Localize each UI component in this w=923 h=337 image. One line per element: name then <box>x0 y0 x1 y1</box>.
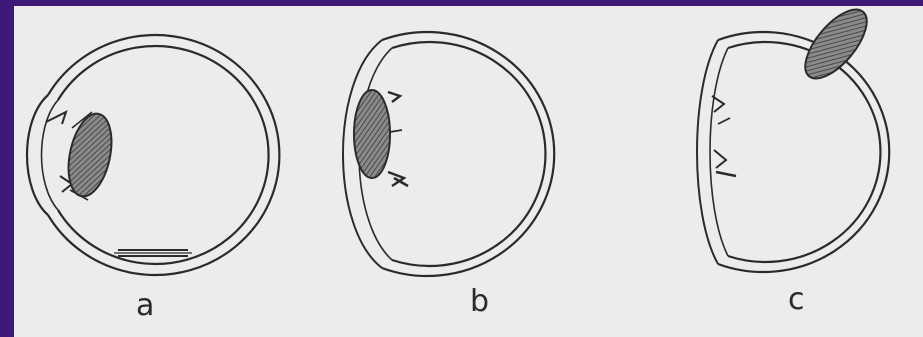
eye-a <box>27 35 279 275</box>
eye-b-iris-upper <box>388 92 400 102</box>
eye-c-outer-wall <box>718 32 889 272</box>
eye-c <box>697 0 889 272</box>
eye-c-iris-lower <box>714 150 726 168</box>
label-c: c <box>788 285 805 315</box>
eye-a-cornea <box>27 95 48 215</box>
eye-b-lens <box>354 90 390 178</box>
label-b: b <box>470 287 489 317</box>
eye-b-inner-wall <box>392 42 545 266</box>
eye-c-inner-wall <box>728 42 880 262</box>
label-a: a <box>136 291 154 321</box>
eye-c-dislocated-lens <box>794 0 877 88</box>
eye-b <box>343 32 554 276</box>
eye-b-outer-wall <box>382 32 554 276</box>
